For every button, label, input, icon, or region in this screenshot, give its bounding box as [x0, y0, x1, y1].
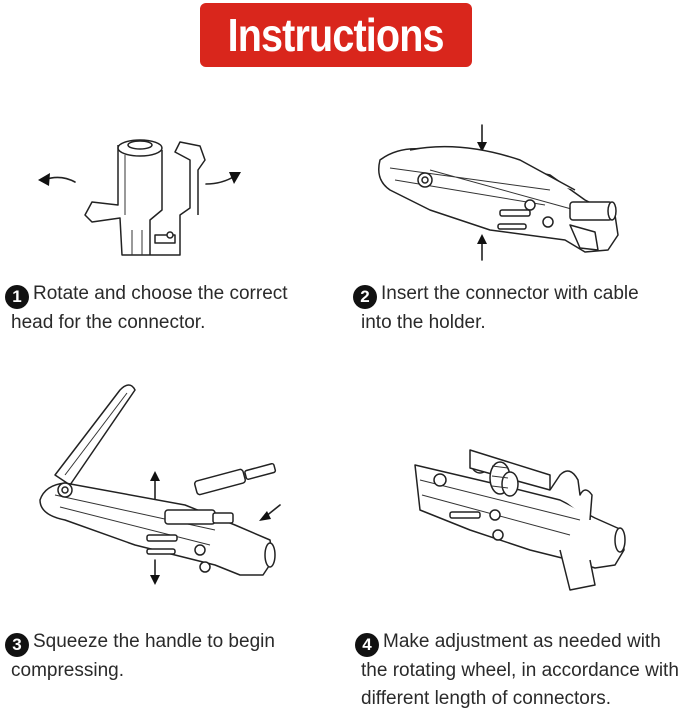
step-number-badge: 1 [5, 285, 29, 309]
step-4-line-3: different length of connectors. [361, 688, 611, 709]
step-2-line-2: into the holder. [361, 312, 486, 333]
arrow-down-icon [477, 124, 487, 152]
instructions-banner: Instructions [200, 3, 472, 67]
step-4-line-2: the rotating wheel, in accordance with [361, 660, 679, 681]
curved-arrow-right-icon [205, 175, 236, 185]
step-number-badge: 2 [353, 285, 377, 309]
step-3-line-1: Squeeze the handle to begin [33, 631, 275, 652]
figure-rotate-head [38, 139, 241, 256]
step-1-line-2: head for the connector. [11, 312, 206, 333]
arrow-up-icon [150, 471, 160, 501]
step-1-line-1: Rotate and choose the correct [33, 283, 288, 304]
step-3-line-2: compressing. [11, 660, 124, 681]
step-number-badge: 3 [5, 633, 29, 657]
figure-insert-connector [378, 124, 619, 261]
arrow-diagonal-icon [259, 504, 281, 521]
arrow-up-icon [477, 234, 487, 261]
arrow-down-icon [150, 559, 160, 585]
figure-rotating-wheel [414, 449, 626, 591]
figure-squeeze-handle [39, 384, 281, 585]
step-2-line-1: Insert the connector with cable [381, 283, 639, 304]
step-4-line-1: Make adjustment as needed with [383, 631, 661, 652]
step-number-badge: 4 [355, 633, 379, 657]
banner-title: Instructions [227, 9, 445, 61]
